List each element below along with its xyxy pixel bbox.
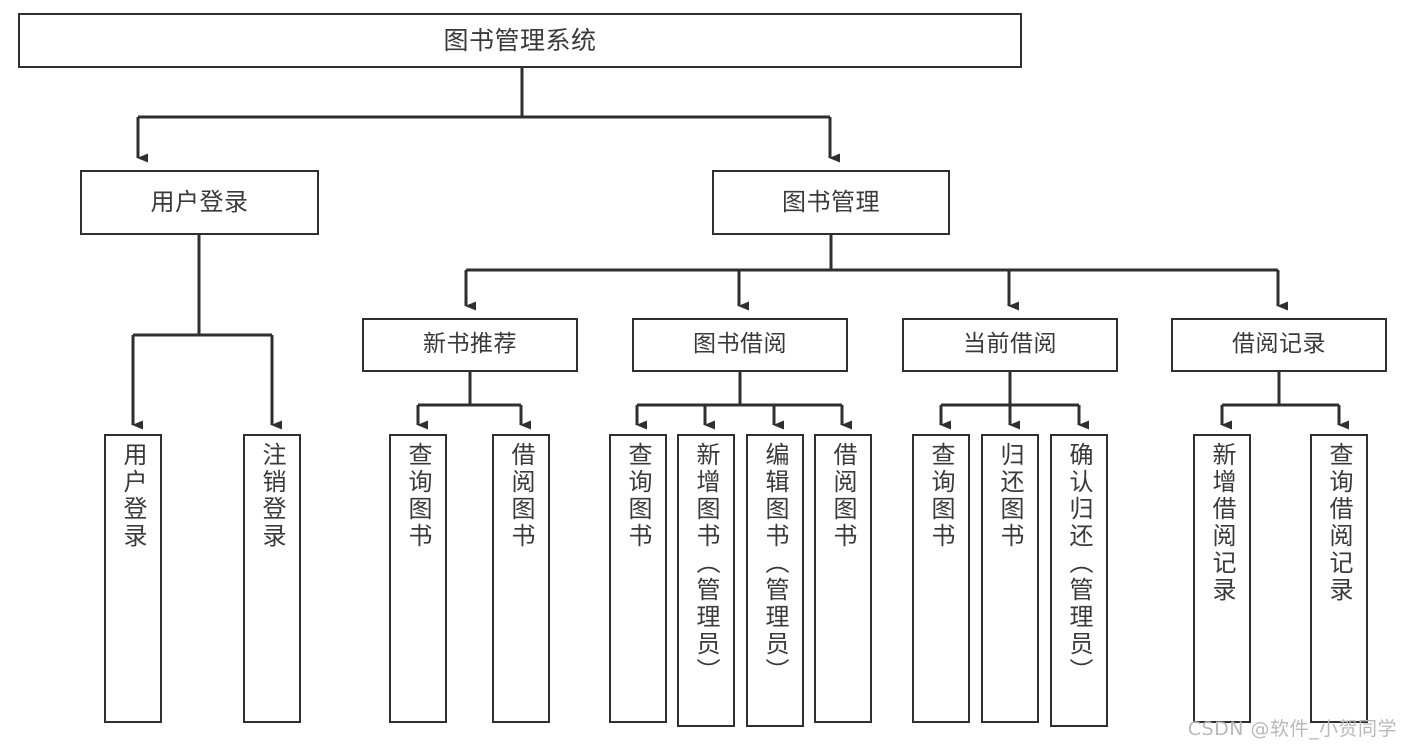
node-label: 查询借阅记录 (1325, 442, 1353, 604)
node-book-borrow[interactable]: 图书借阅 (632, 318, 848, 372)
node-label: 查询图书 (404, 442, 432, 550)
node-label: 编辑图书（管理员） (761, 442, 789, 685)
node-label: 归还图书 (996, 442, 1024, 550)
node-book-manage[interactable]: 图书管理 (712, 170, 950, 235)
leaf-user-login[interactable]: 用户登录 (104, 434, 162, 723)
node-label: 新增图书（管理员） (692, 442, 720, 685)
node-label: 确认归还（管理员） (1065, 442, 1093, 685)
node-label: 新书推荐 (423, 331, 517, 358)
leaf-add-book-admin[interactable]: 新增图书（管理员） (677, 434, 735, 727)
node-label: 查询图书 (927, 442, 955, 550)
leaf-edit-book-admin[interactable]: 编辑图书（管理员） (746, 434, 804, 727)
leaf-query-book-recommend[interactable]: 查询图书 (389, 434, 447, 723)
node-current-borrow[interactable]: 当前借阅 (902, 318, 1118, 372)
node-label: 当前借阅 (963, 331, 1057, 358)
node-borrow-record[interactable]: 借阅记录 (1171, 318, 1387, 372)
leaf-query-book-borrow[interactable]: 查询图书 (609, 434, 667, 723)
leaf-query-borrow-record[interactable]: 查询借阅记录 (1310, 434, 1368, 723)
node-label: 新增借阅记录 (1208, 442, 1236, 604)
leaf-borrow-book-recommend[interactable]: 借阅图书 (492, 434, 550, 723)
node-label: 用户登录 (150, 188, 249, 217)
node-label: 注销登录 (258, 442, 286, 550)
node-label: 图书管理系统 (443, 25, 597, 55)
node-label: 图书借阅 (693, 331, 787, 358)
leaf-logout[interactable]: 注销登录 (243, 434, 301, 723)
node-user-login[interactable]: 用户登录 (80, 170, 319, 235)
watermark-text: CSDN @软件_小贺同学 (1187, 718, 1397, 740)
leaf-confirm-return-admin[interactable]: 确认归还（管理员） (1050, 434, 1108, 727)
node-root-system[interactable]: 图书管理系统 (18, 13, 1022, 68)
node-label: 借阅图书 (507, 442, 535, 550)
node-label: 借阅记录 (1232, 331, 1326, 358)
leaf-borrow-book[interactable]: 借阅图书 (814, 434, 872, 723)
node-label: 用户登录 (119, 442, 147, 550)
node-label: 图书管理 (782, 188, 880, 217)
node-new-book-recommend[interactable]: 新书推荐 (362, 318, 578, 372)
leaf-add-borrow-record[interactable]: 新增借阅记录 (1193, 434, 1251, 723)
leaf-query-book-current[interactable]: 查询图书 (912, 434, 970, 723)
leaf-return-book[interactable]: 归还图书 (981, 434, 1039, 723)
node-label: 借阅图书 (829, 442, 857, 550)
node-label: 查询图书 (624, 442, 652, 550)
